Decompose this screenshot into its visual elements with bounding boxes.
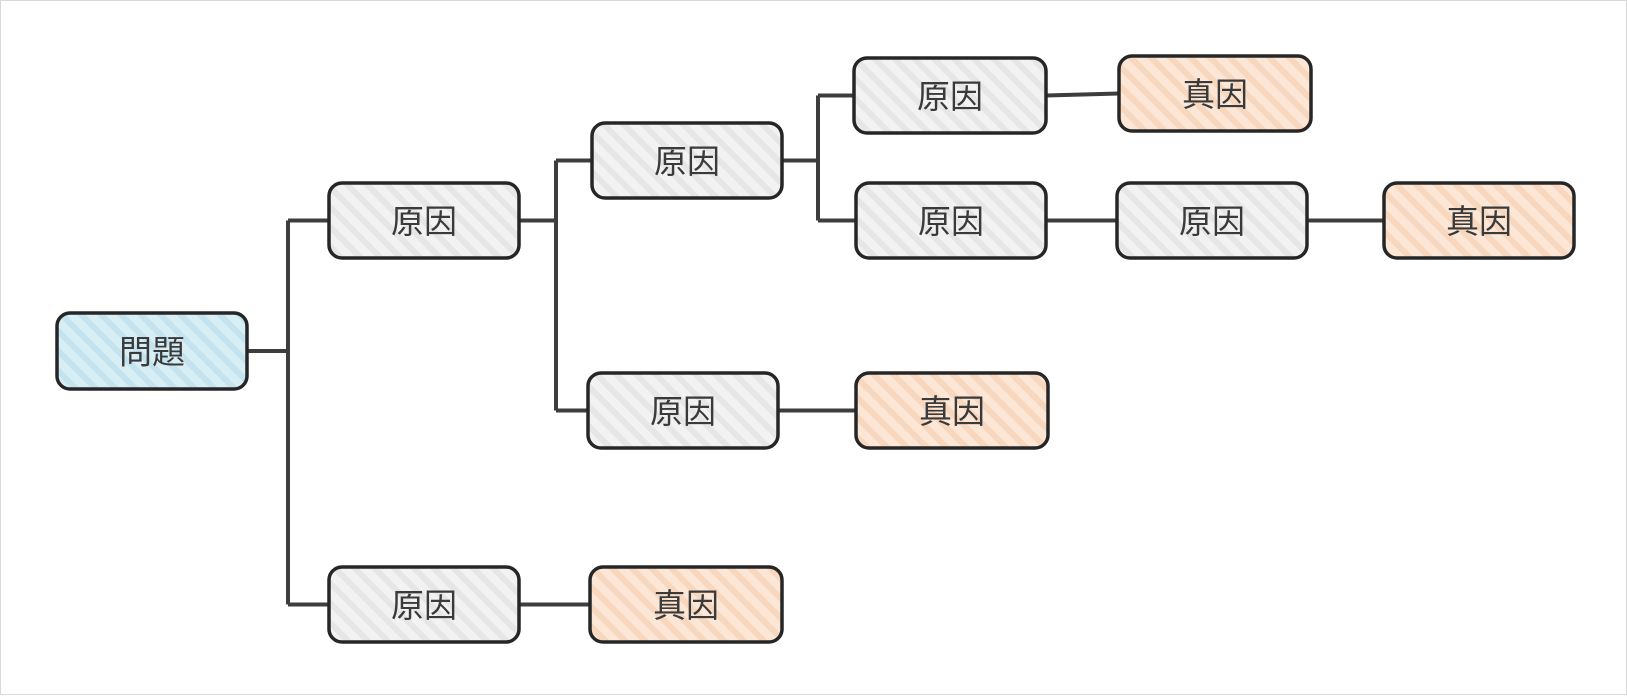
cause-label: 原因	[918, 202, 984, 241]
node-root-a2[interactable]: 真因	[854, 371, 1050, 450]
problem-label: 問題	[119, 333, 185, 372]
cause-box	[854, 181, 1048, 260]
cause-label: 原因	[1179, 202, 1245, 241]
root-cause-label: 真因	[919, 392, 985, 431]
cause-label: 原因	[391, 586, 457, 625]
node-root-a1b[interactable]: 真因	[1382, 181, 1576, 260]
node-cause-a2[interactable]: 原因	[586, 371, 780, 450]
cause-label: 原因	[917, 77, 983, 116]
problem-box	[55, 311, 249, 391]
node-cause-b[interactable]: 原因	[327, 565, 521, 644]
connector-lines	[247, 91, 1384, 607]
node-problem[interactable]: 問題	[55, 311, 249, 391]
root-cause-box	[588, 565, 784, 644]
root-cause-label: 真因	[1446, 202, 1512, 241]
cause-box	[327, 565, 521, 644]
cause-box	[586, 371, 780, 450]
cause-box	[852, 56, 1048, 135]
node-cause-a[interactable]: 原因	[327, 181, 521, 260]
cause-label: 原因	[650, 392, 716, 431]
node-cause-a1b[interactable]: 原因	[854, 181, 1048, 260]
cause-label: 原因	[391, 202, 457, 241]
root-cause-label: 真因	[653, 586, 719, 625]
node-cause-a1b-1[interactable]: 原因	[1115, 181, 1309, 260]
node-root-a1a[interactable]: 真因	[1117, 54, 1313, 133]
connector-cause-a1a-root-a1a	[1045, 91, 1120, 98]
node-root-b[interactable]: 真因	[588, 565, 784, 644]
root-cause-box	[1117, 54, 1313, 133]
node-cause-a1[interactable]: 原因	[590, 121, 784, 200]
node-cause-a1a[interactable]: 原因	[852, 56, 1048, 135]
cause-label: 原因	[654, 142, 720, 181]
root-cause-box	[854, 371, 1050, 450]
cause-box	[590, 121, 784, 200]
cause-box	[1115, 181, 1309, 260]
root-cause-box	[1382, 181, 1576, 260]
cause-box	[327, 181, 521, 260]
root-cause-label: 真因	[1182, 75, 1248, 114]
